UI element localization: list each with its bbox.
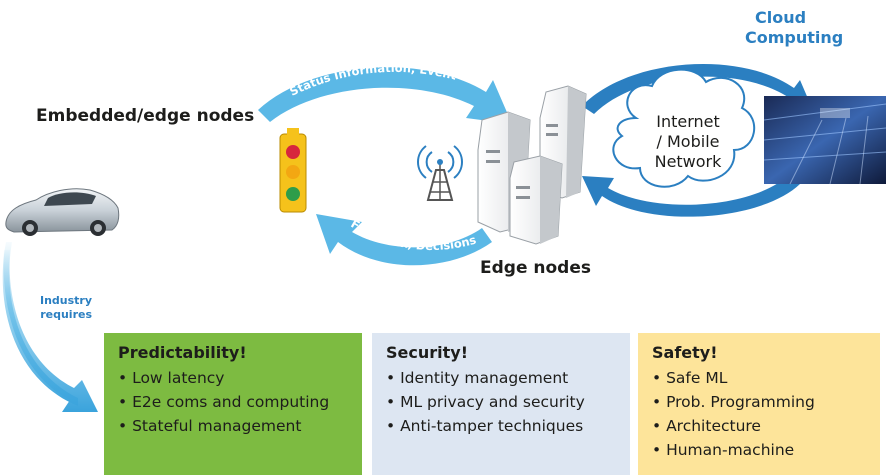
box-list: Low latency E2e coms and computing State… <box>118 366 350 438</box>
internet-line1: Internet <box>656 112 720 131</box>
internet-line2: / Mobile <box>656 132 720 151</box>
box-list: Identity management ML privacy and secur… <box>386 366 618 438</box>
box-list: Safe ML Prob. Programming Architecture H… <box>652 366 868 462</box>
industry-line2: requires <box>40 308 92 321</box>
list-item: ML privacy and security <box>386 390 618 414</box>
datacenter-icon <box>763 96 886 185</box>
box-title: Predictability! <box>118 343 247 362</box>
box-title: Security! <box>386 343 468 362</box>
box-title: Safety! <box>652 343 718 362</box>
internet-line3: Network <box>654 152 722 171</box>
antenna-icon <box>417 145 463 201</box>
list-item: Low latency <box>118 366 350 390</box>
list-item: Identity management <box>386 366 618 390</box>
internet-network-label: Internet / Mobile Network <box>640 112 736 172</box>
list-item: Anti-tamper techniques <box>386 414 618 438</box>
traffic-light-icon <box>279 128 307 213</box>
list-item: Prob. Programming <box>652 390 868 414</box>
security-box: Security! Identity management ML privacy… <box>372 333 630 475</box>
list-item: E2e coms and computing <box>118 390 350 414</box>
embedded-nodes-label: Embedded/edge nodes <box>36 106 255 126</box>
status-arrow <box>258 67 512 124</box>
cloud-label-line2: Computing <box>745 28 844 47</box>
list-item: Human-machine <box>652 438 868 462</box>
safety-box: Safety! Safe ML Prob. Programming Archit… <box>638 333 880 475</box>
list-item: Architecture <box>652 414 868 438</box>
industry-arrow <box>2 242 98 412</box>
list-item: Stateful management <box>118 414 350 438</box>
edge-nodes-label: Edge nodes <box>480 258 591 278</box>
list-item: Safe ML <box>652 366 868 390</box>
feedback-arrow <box>316 214 492 266</box>
industry-requires-label: Industry requires <box>40 294 92 322</box>
cloud-label-line1: Cloud <box>755 8 807 27</box>
cloud-icon <box>612 68 756 188</box>
predictability-box: Predictability! Low latency E2e coms and… <box>104 333 362 475</box>
server-icon <box>477 85 587 245</box>
car-icon <box>5 188 120 236</box>
industry-line1: Industry <box>40 294 93 307</box>
cloud-computing-label: Cloud Computing <box>745 8 843 48</box>
cloud-loop-arrows <box>582 64 812 217</box>
